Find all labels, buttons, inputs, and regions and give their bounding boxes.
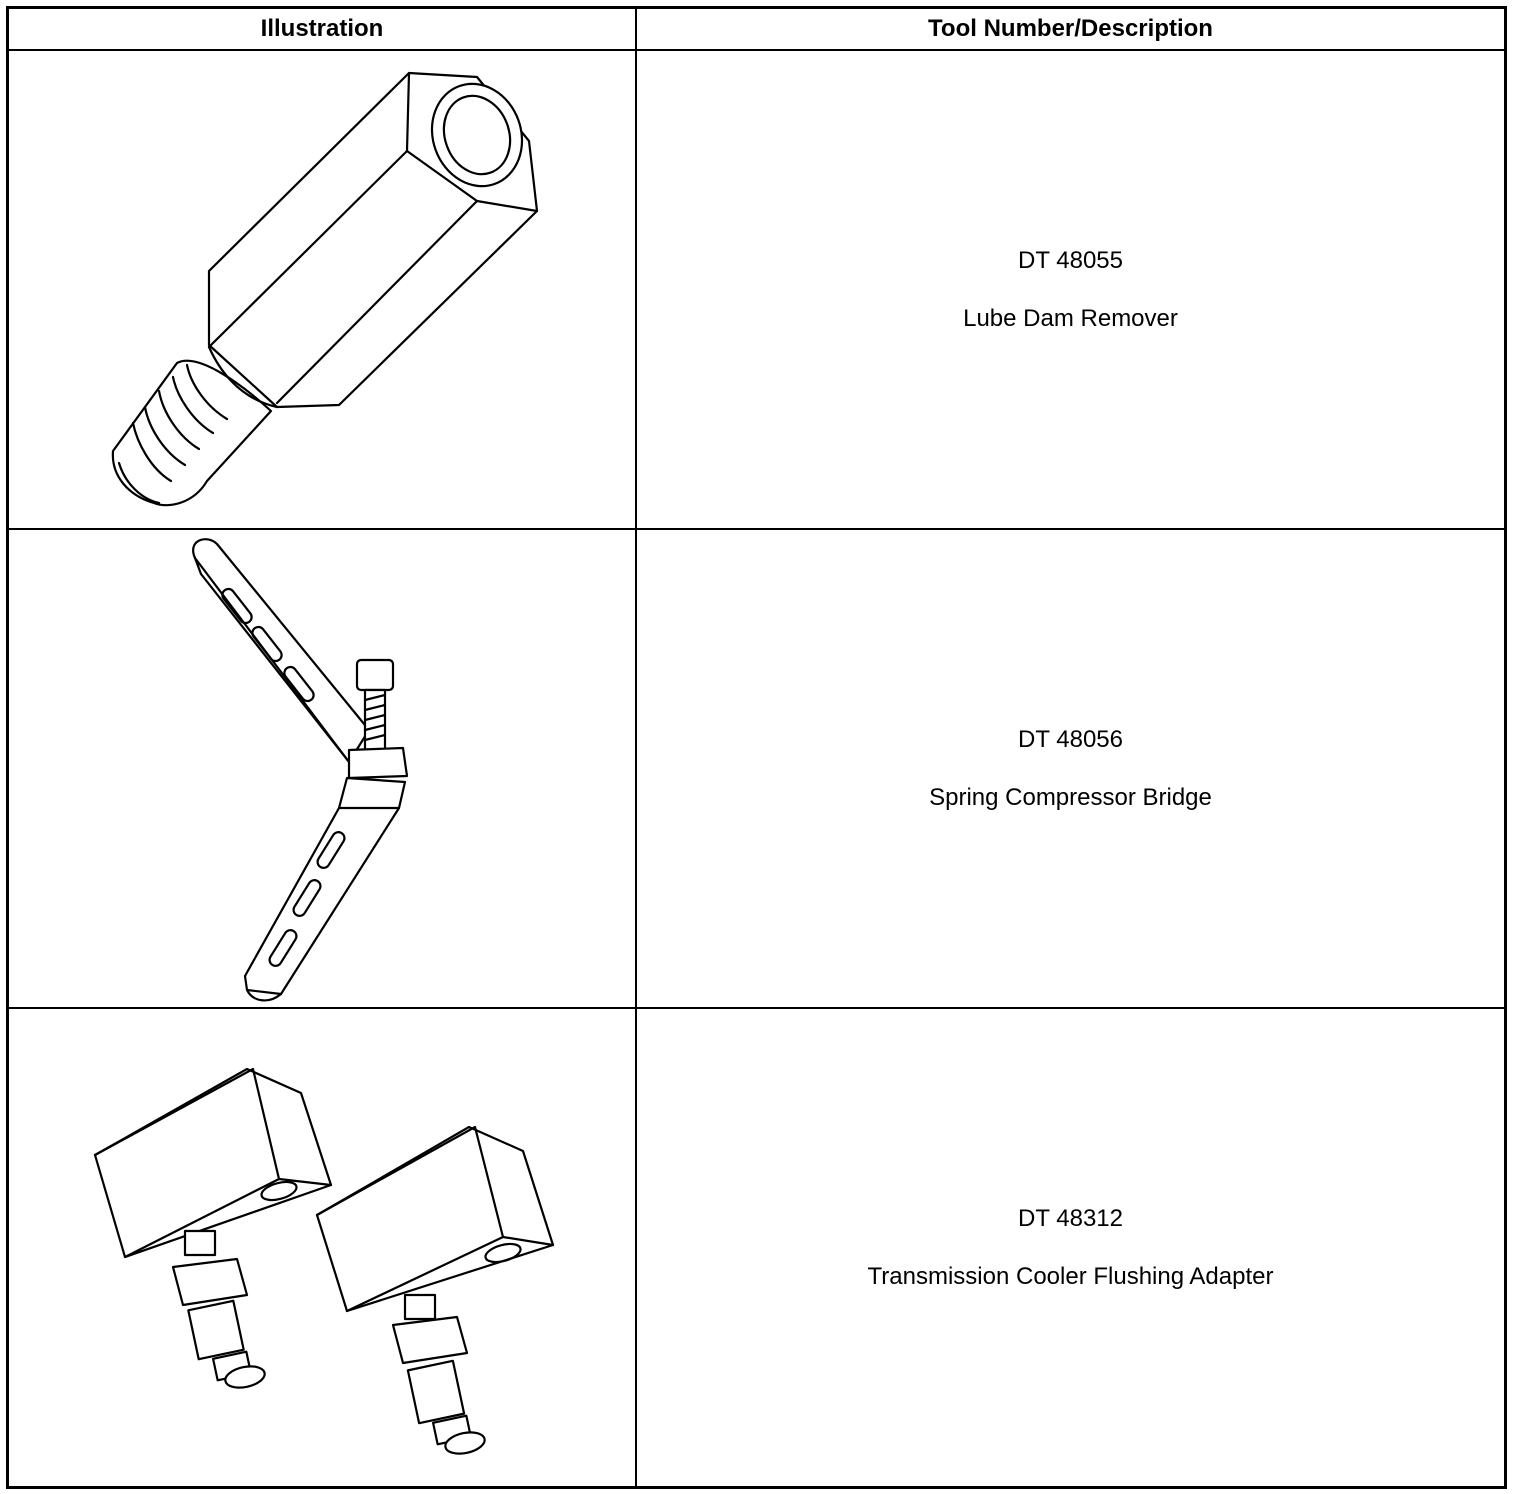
tool-number: DT 48312 (1018, 1204, 1123, 1232)
tool-name: Lube Dam Remover (963, 304, 1178, 332)
lube-dam-remover-illustration (111, 71, 539, 507)
tool-name: Transmission Cooler Flushing Adapter (867, 1262, 1274, 1290)
transmission-cooler-flushing-adapter-illustration (93, 1067, 555, 1455)
table-row: DT 48055 Lube Dam Remover (6, 49, 1507, 530)
spring-compressor-bridge-illustration (192, 538, 409, 1002)
table-row: DT 48312 Transmission Cooler Flushing Ad… (6, 1007, 1507, 1489)
table-row: DT 48056 Spring Compressor Bridge (6, 528, 1507, 1009)
illustration-cell (6, 528, 637, 1009)
tool-description-cell: DT 48312 Transmission Cooler Flushing Ad… (635, 1007, 1507, 1489)
tool-number: DT 48056 (1018, 725, 1123, 753)
tool-number: DT 48055 (1018, 246, 1123, 274)
tool-description-cell: DT 48055 Lube Dam Remover (635, 49, 1507, 530)
header-tool-number-description: Tool Number/Description (635, 6, 1507, 51)
header-illustration: Illustration (6, 6, 637, 51)
table-header-row: Illustration Tool Number/Description (6, 6, 1507, 51)
tool-table: Illustration Tool Number/Description (6, 6, 1507, 1489)
illustration-cell (6, 49, 637, 530)
tool-description-cell: DT 48056 Spring Compressor Bridge (635, 528, 1507, 1009)
illustration-cell (6, 1007, 637, 1489)
tool-name: Spring Compressor Bridge (929, 783, 1212, 811)
